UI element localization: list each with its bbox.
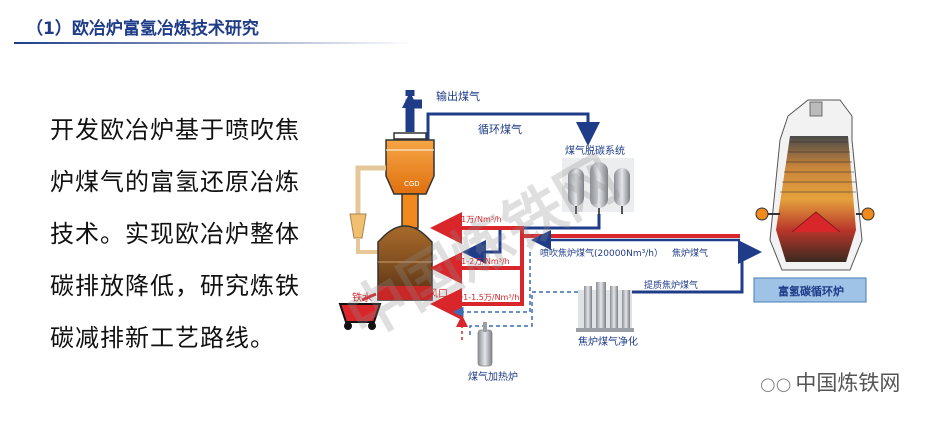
injection-label: 喷吹焦炉煤气(20000Nm³/h） xyxy=(540,247,663,259)
shaft-furnace xyxy=(385,132,435,229)
carbon-cycle-furnace xyxy=(755,99,875,271)
description-line: 炉煤气的富氢还原冶炼 xyxy=(50,168,300,196)
description-line: 碳排放降低，研究炼铁 xyxy=(50,272,300,300)
upgraded-gas-label: 提质焦炉煤气 xyxy=(644,279,698,291)
wechat-icon: ○○ xyxy=(760,374,792,395)
recycle-gas-label: 循环煤气 xyxy=(478,122,522,136)
hot-metal-ladle xyxy=(338,292,382,330)
upgraded-gas-line xyxy=(630,240,762,294)
gas-heater-label: 煤气加热炉 xyxy=(468,370,518,383)
description-line: 技术。实现欧冶炉整体 xyxy=(50,220,300,248)
purification-label: 焦炉煤气净化 xyxy=(578,335,638,348)
rate1-label: ①1万/Nm³/h xyxy=(454,215,502,224)
decarb-system-tanks xyxy=(562,158,634,214)
side-pipe xyxy=(349,165,386,254)
description-block: 开发欧冶炉基于喷吹焦 炉煤气的富氢还原冶炼 技术。实现欧冶炉整体 碳排放降低，研… xyxy=(50,104,320,364)
bottom-watermark-text: 中国炼铁网 xyxy=(795,371,901,395)
decarb-system-label: 煤气脱碳系统 xyxy=(565,144,625,157)
rate3-label: ①1-1.5万/Nm³/h xyxy=(456,293,519,302)
purification-plant xyxy=(576,282,634,332)
gas-heater xyxy=(477,322,493,367)
tuyere-label: 风口 xyxy=(428,288,448,300)
injection-lines xyxy=(430,212,740,320)
description-line: 碳减排新工艺路线。 xyxy=(50,324,275,352)
page-title: （1）欧冶炉富氢冶炼技术研究 xyxy=(26,19,259,39)
title-underline xyxy=(14,42,414,44)
cgd-label: CGD xyxy=(404,180,420,188)
output-gas-arrow xyxy=(402,90,422,132)
furnace-name-label: 富氢碳循环炉 xyxy=(778,284,844,298)
melter-gasifier xyxy=(377,225,433,301)
rate2-label: ②1-2万/Nm³/h xyxy=(454,257,510,266)
description-line: 开发欧冶炉基于喷吹焦 xyxy=(50,116,300,144)
furnace-name-box xyxy=(753,277,867,303)
hot-metal-label: 铁水 xyxy=(352,291,372,304)
coke-gas-label: 焦炉煤气 xyxy=(672,247,708,259)
output-gas-label: 输出煤气 xyxy=(436,89,480,103)
dashed-return-line xyxy=(453,252,531,318)
recycle-gas-line xyxy=(426,112,600,150)
dashed-feed-line xyxy=(469,291,578,336)
bottom-watermark: ○○中国炼铁网 xyxy=(760,367,900,397)
